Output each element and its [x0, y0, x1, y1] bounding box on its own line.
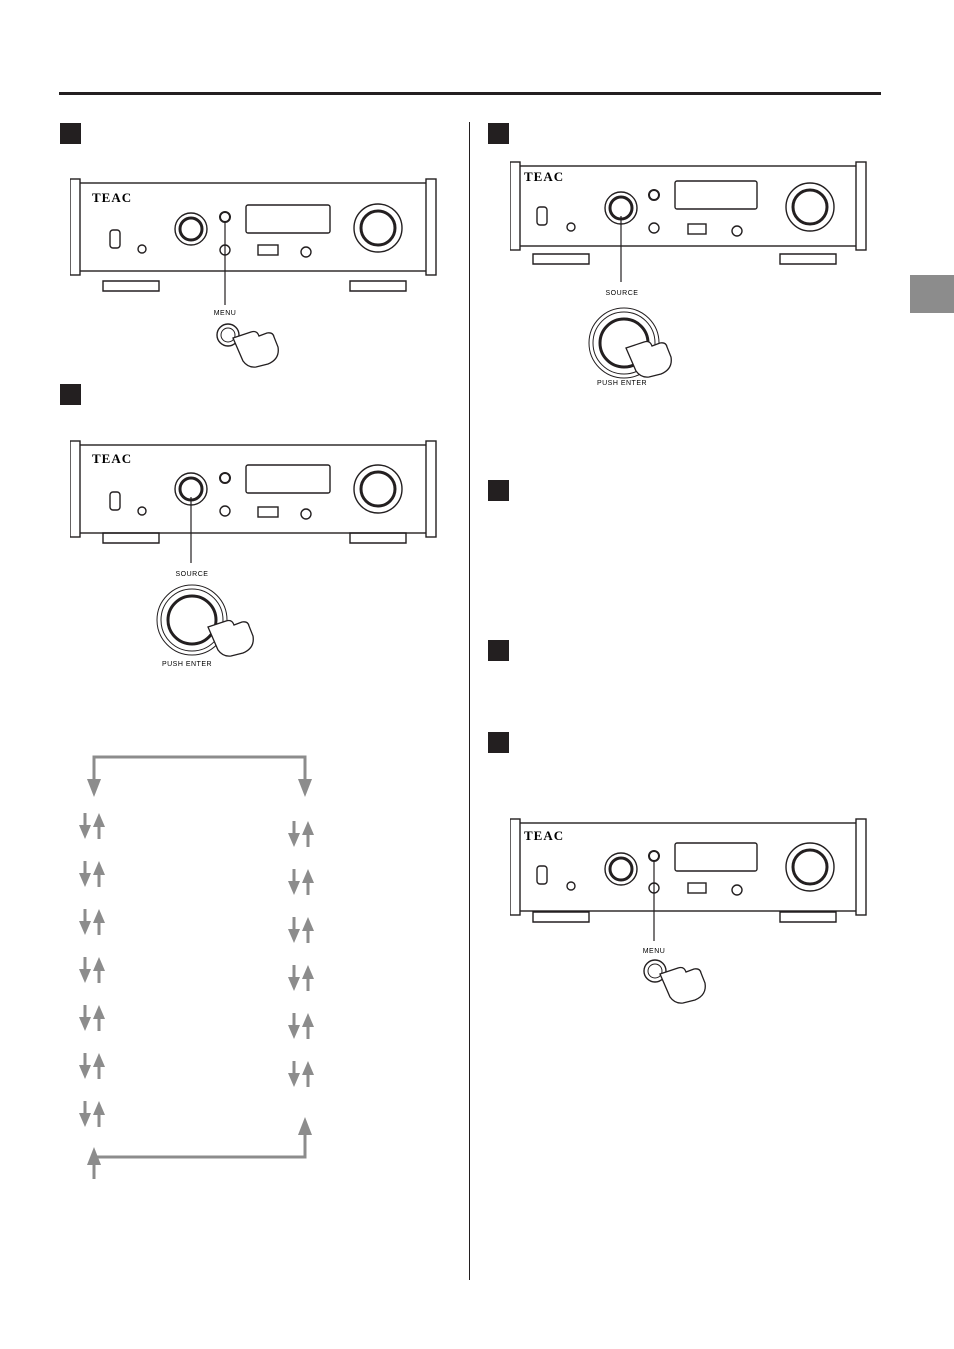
source-label: SOURCE [176, 571, 209, 578]
push-enter-label: PUSH ENTER [597, 380, 647, 387]
step-marker-4 [488, 480, 509, 501]
header-rule [59, 92, 881, 95]
up-down-arrows-icon [288, 1013, 314, 1039]
arrow-up-icon [87, 1147, 101, 1165]
device-illustration-source-3: TEAC SOURCE PUSH ENTER [510, 161, 867, 387]
up-down-arrows-icon [79, 1053, 105, 1079]
up-down-arrows-icon [288, 821, 314, 847]
hand-icon [625, 340, 672, 378]
up-down-arrows-icon [288, 917, 314, 943]
device-illustration-menu-4: TEAC MENU [510, 818, 867, 1004]
up-down-arrows-icon [79, 861, 105, 887]
device-illustration-source-2: TEAC SOURCE PUSH ENTER [70, 440, 437, 668]
step-marker-1 [60, 123, 81, 144]
source-label: SOURCE [606, 290, 639, 297]
section-tab [910, 275, 954, 313]
arrow-up-icon [298, 1117, 312, 1135]
menu-label: MENU [643, 948, 666, 955]
step-marker-6 [488, 732, 509, 753]
left-arrow-pairs [79, 813, 105, 1127]
up-down-arrows-icon [288, 1061, 314, 1087]
source-knob [166, 594, 218, 646]
arrow-down-icon [298, 779, 312, 797]
step-marker-3 [488, 123, 509, 144]
menu-label: MENU [214, 310, 237, 317]
up-down-arrows-icon [79, 813, 105, 839]
arrow-down-icon [87, 779, 101, 797]
brand-logo: TEAC [524, 169, 564, 184]
hand-icon [207, 619, 254, 657]
hand-icon [232, 330, 279, 368]
brand-logo: TEAC [524, 828, 564, 843]
up-down-arrows-icon [79, 1101, 105, 1127]
up-down-arrows-icon [288, 869, 314, 895]
brand-logo: TEAC [92, 451, 132, 466]
cycle-arrow-diagram [79, 755, 314, 1179]
up-down-arrows-icon [79, 909, 105, 935]
device-illustration-menu-1: TEAC MENU [70, 178, 437, 368]
push-enter-label: PUSH ENTER [162, 661, 212, 668]
up-down-arrows-icon [79, 957, 105, 983]
brand-logo: TEAC [92, 190, 132, 205]
right-arrow-pairs [288, 821, 314, 1087]
hand-icon [659, 966, 706, 1004]
up-down-arrows-icon [288, 965, 314, 991]
column-divider [469, 122, 470, 1280]
step-marker-2 [60, 384, 81, 405]
up-down-arrows-icon [79, 1005, 105, 1031]
step-marker-5 [488, 640, 509, 661]
